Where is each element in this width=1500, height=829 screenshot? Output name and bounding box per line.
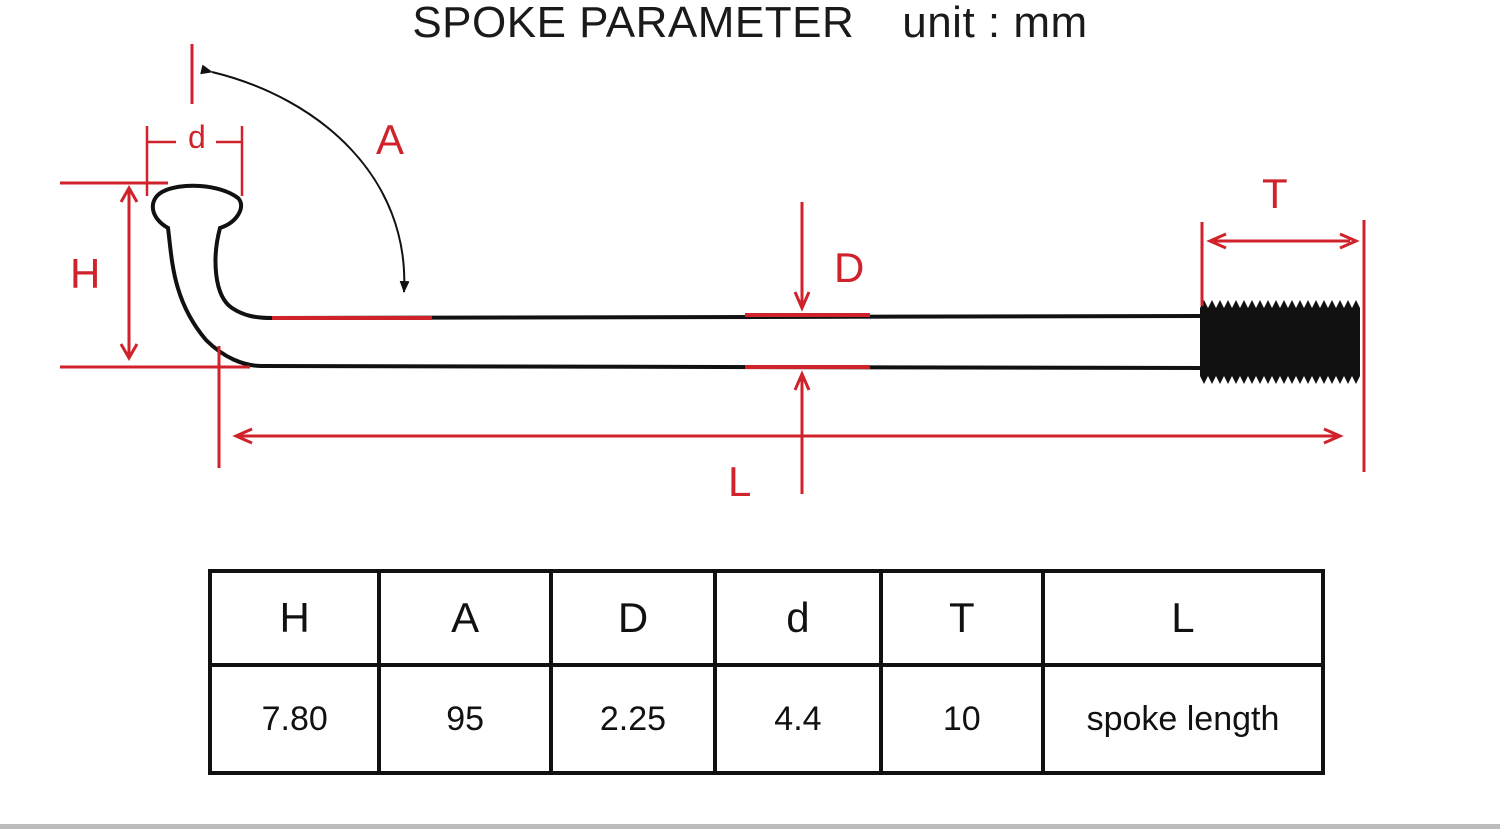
value-a: 95 xyxy=(377,663,553,775)
spoke-bend-outer xyxy=(166,226,264,368)
header-d: d xyxy=(713,569,883,667)
label-h: H xyxy=(70,250,100,297)
threaded-end xyxy=(1200,300,1360,384)
shaft-highlights xyxy=(272,313,870,369)
spoke-diagram: d A H D T L xyxy=(60,44,1366,505)
value-t: 10 xyxy=(878,663,1045,775)
spoke-head xyxy=(151,183,244,230)
header-h: H xyxy=(207,569,382,667)
header-l: L xyxy=(1040,569,1326,667)
label-cap-d: D xyxy=(834,244,864,291)
spoke-bend-inner xyxy=(213,226,274,320)
unit-text: unit : mm xyxy=(902,0,1088,47)
label-d: d xyxy=(188,119,206,155)
header-cap-d: D xyxy=(548,569,718,667)
dim-l xyxy=(217,346,1344,468)
value-l: spoke length xyxy=(1040,663,1326,775)
value-cap-d: 2.25 xyxy=(548,663,718,775)
header-a: A xyxy=(377,569,553,667)
spoke-shaft-bottom xyxy=(260,364,1204,370)
label-l: L xyxy=(728,458,751,505)
dim-t xyxy=(1200,220,1366,472)
spoke-outline xyxy=(151,183,1204,370)
spec-table-value-row: 7.80 95 2.25 4.4 10 spoke length xyxy=(207,663,1326,775)
header-t: T xyxy=(878,569,1045,667)
title-text: SPOKE PARAMETER xyxy=(412,0,855,47)
label-t: T xyxy=(1262,170,1288,217)
dim-a-arc xyxy=(200,64,410,293)
value-d: 4.4 xyxy=(713,663,883,775)
value-h: 7.80 xyxy=(207,663,382,775)
dim-cap-d xyxy=(793,202,811,494)
spec-table: H A D d T L 7.80 95 2.25 4.4 10 spoke le… xyxy=(207,569,1326,775)
label-a: A xyxy=(376,116,404,163)
spec-table-header-row: H A D d T L xyxy=(207,569,1326,667)
diagram-title: SPOKE PARAMETER unit : mm xyxy=(0,0,1500,48)
bottom-divider xyxy=(0,824,1500,829)
